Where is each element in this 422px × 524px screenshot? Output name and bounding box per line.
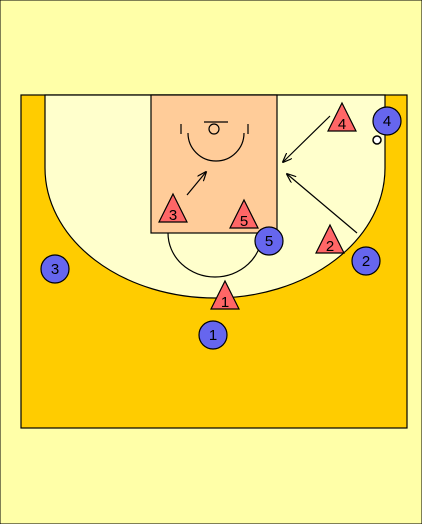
offense-player-label: 1 <box>209 327 217 344</box>
offense-player-2[interactable]: 2 <box>351 246 381 276</box>
offense-player-label: 5 <box>265 233 273 250</box>
ball-icon <box>372 135 382 145</box>
defense-triangle-icon <box>158 192 188 223</box>
offense-player-label: 2 <box>362 253 370 270</box>
offense-player-label: 3 <box>51 261 59 278</box>
restricted-arc <box>187 132 245 162</box>
defense-triangle-icon <box>315 223 345 254</box>
defense-player-1[interactable]: 1 <box>210 279 240 311</box>
offense-circle-icon <box>198 320 228 350</box>
defense-player-5[interactable]: 5 <box>229 198 259 230</box>
offense-player-4[interactable]: 4 <box>372 106 402 136</box>
offense-circle-icon <box>351 246 381 276</box>
rim <box>208 123 220 135</box>
defense-player-label: 4 <box>338 116 346 133</box>
defense-player-2[interactable]: 2 <box>315 223 345 255</box>
defense-player-label: 5 <box>240 213 248 230</box>
offense-circle-icon <box>372 106 402 136</box>
movement-arrow-icon <box>287 174 358 234</box>
defense-player-label: 2 <box>326 238 334 255</box>
offense-player-1[interactable]: 1 <box>198 320 228 350</box>
defense-player-3[interactable]: 3 <box>158 192 188 224</box>
movement-arrow-icon <box>186 172 206 196</box>
defense-player-label: 3 <box>169 207 177 224</box>
defense-player-label: 1 <box>221 294 229 311</box>
paint <box>150 94 278 234</box>
offense-player-3[interactable]: 3 <box>40 254 70 284</box>
defense-player-4[interactable]: 4 <box>327 101 357 133</box>
offense-player-5[interactable]: 5 <box>254 226 284 256</box>
offense-circle-icon <box>40 254 70 284</box>
defense-triangle-icon <box>229 198 259 229</box>
defense-triangle-icon <box>210 279 240 310</box>
offense-circle-icon <box>254 226 284 256</box>
offense-player-label: 4 <box>383 113 391 130</box>
free-throw-circle <box>167 232 263 278</box>
defense-triangle-icon <box>327 101 357 132</box>
movement-arrow-icon <box>283 115 331 162</box>
